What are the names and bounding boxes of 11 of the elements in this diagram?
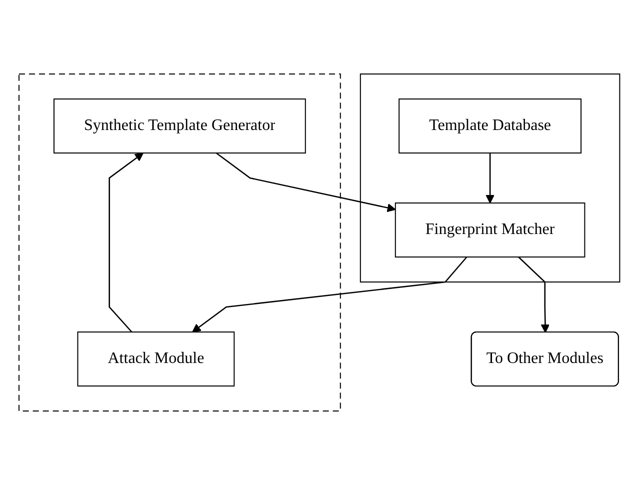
arrow bbox=[215, 152, 396, 212]
node-box: Synthetic Template Generator bbox=[53, 98, 306, 154]
node-box: Attack Module bbox=[76, 332, 234, 386]
cluster bbox=[18, 74, 341, 412]
arrow bbox=[518, 256, 550, 333]
cluster bbox=[360, 74, 620, 282]
node-box: Template Database bbox=[398, 98, 582, 154]
node-box: Fingerprint Matcher bbox=[394, 202, 585, 258]
arrow bbox=[485, 153, 494, 204]
arrow bbox=[192, 256, 467, 332]
arrow bbox=[108, 152, 144, 332]
